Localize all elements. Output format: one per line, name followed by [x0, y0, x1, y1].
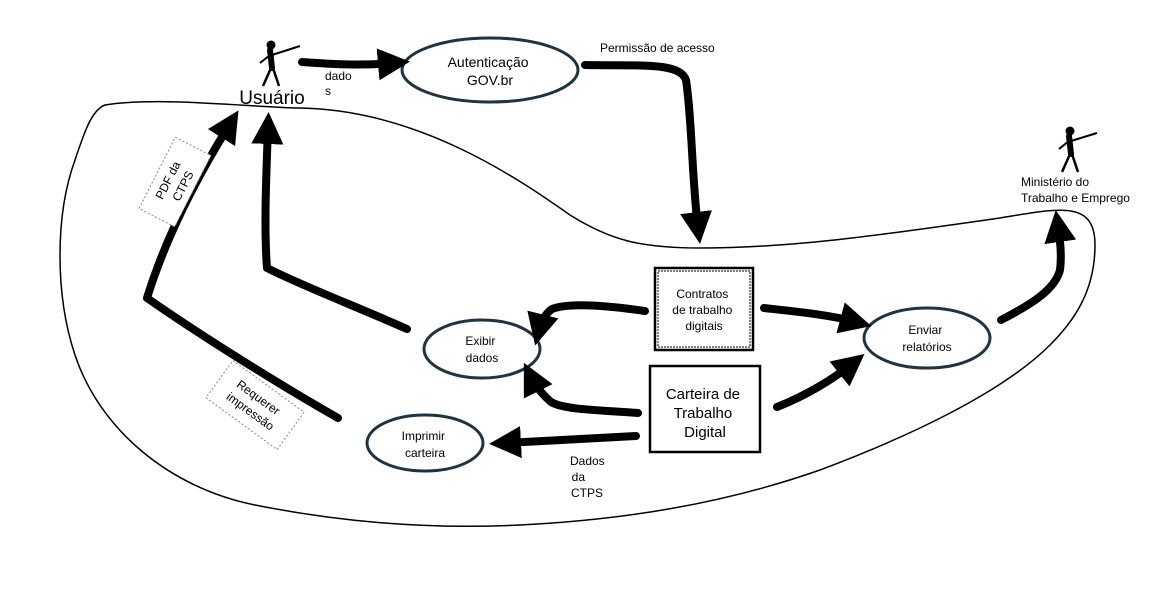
- flow-dados-ctps: [489, 426, 640, 459]
- process-enviar-relatorios[interactable]: [862, 306, 992, 370]
- ministerio-stick-figure-icon: [1058, 126, 1098, 173]
- flow-enviar-to-ministerio: [997, 210, 1077, 324]
- flow-contratos-to-exibir: [527, 301, 649, 346]
- ministerio-label: Ministério do Trabalho e Emprego: [1021, 175, 1130, 205]
- flow-label-dados: dado s: [325, 69, 355, 98]
- autenticacao-label: Autenticação GOV.br: [448, 54, 533, 88]
- enviar-label: Enviar relatórios: [902, 323, 951, 354]
- exibir-label: Exibir dados: [465, 334, 498, 365]
- flow-carteira-to-exibir: [523, 362, 642, 417]
- imprimir-label: Imprimir carteira: [402, 429, 449, 460]
- process-autenticacao[interactable]: [400, 36, 580, 104]
- contratos-label: Contratos de trabalho digitais: [672, 287, 735, 333]
- flow-label-requerer-impressao: Requerer impressão: [205, 359, 305, 451]
- process-exibir-dados[interactable]: [422, 318, 542, 380]
- flow-permissao-de-acesso: [581, 61, 712, 244]
- store-carteira[interactable]: [648, 364, 762, 454]
- flow-label-dados-ctps: Dados da CTPS: [570, 454, 608, 500]
- flow-label-permissao: Permissão de acesso: [600, 41, 715, 55]
- system-boundary: [59, 100, 1096, 528]
- flow-carteira-to-enviar: [773, 354, 865, 411]
- store-contratos[interactable]: [653, 266, 755, 352]
- flow-exibir-to-usuario: [251, 112, 411, 333]
- process-imprimir-carteira[interactable]: [365, 413, 485, 473]
- store-contratos-inner-border: [657, 270, 751, 348]
- usuario-label: Usuário: [239, 88, 304, 109]
- flow-usuario-to-autenticacao: [298, 48, 410, 81]
- carteira-label: Carteira de Trabalho Digital: [666, 386, 744, 441]
- usuario-stick-figure-icon: [259, 40, 301, 87]
- flow-contratos-to-enviar: [760, 302, 872, 334]
